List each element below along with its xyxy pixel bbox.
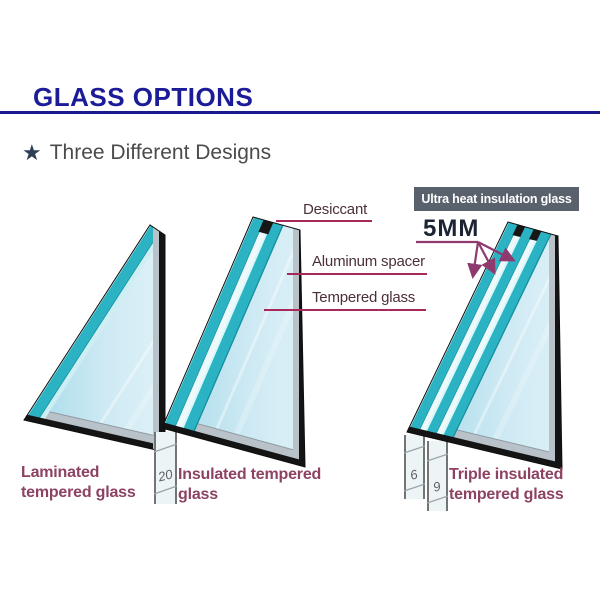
tempered-glass-label: Tempered glass	[312, 289, 416, 306]
aluminum-spacer-strip	[293, 217, 299, 467]
desiccant-cap	[258, 219, 274, 235]
page-title: GLASS OPTIONS	[33, 82, 254, 112]
arrow	[477, 241, 496, 275]
caption-insulated: Insulated tempered glass	[178, 466, 322, 503]
star-icon: ★	[22, 140, 42, 165]
aluminum-spacer-strip	[162, 414, 305, 461]
aluminum-spacer-strip	[549, 222, 555, 469]
title-divider	[0, 111, 600, 114]
unit-outline	[23, 224, 166, 453]
triple-glass-diagram: 6 9	[403, 221, 563, 511]
frame-right-edge	[555, 222, 562, 469]
pane-thickness-label: 5MM	[423, 215, 480, 242]
ultra-heat-badge: Ultra heat insulation glass	[414, 187, 579, 211]
thickness-ruler: 6	[403, 435, 426, 499]
reflection-line	[80, 256, 165, 452]
desiccant-label: Desiccant	[303, 201, 368, 218]
unit-outline	[406, 221, 563, 470]
glass-pane-edge	[162, 217, 265, 432]
reflection-line	[104, 263, 165, 452]
arrow	[467, 241, 483, 280]
glass-pane-edge	[24, 225, 163, 423]
unit-outline	[161, 216, 306, 468]
section-heading: ★ Three Different Designs	[22, 141, 271, 165]
reflection-line	[204, 242, 299, 455]
reflection-line	[480, 253, 562, 467]
air-gap	[434, 228, 541, 440]
glass-pane-edge	[407, 222, 519, 435]
thickness-ruler: 20	[153, 432, 178, 504]
frame-right-edge	[159, 225, 165, 452]
ruler-label: 9	[431, 478, 442, 494]
desiccant-leader-line	[276, 220, 372, 222]
air-gap	[417, 224, 525, 436]
air-gap	[173, 220, 272, 433]
thickness-ruler: 9	[426, 441, 449, 511]
laminated-glass-diagram	[23, 224, 166, 453]
reflection-line	[461, 247, 562, 459]
glass-pane-edge	[180, 222, 283, 437]
desiccant-cap	[529, 228, 542, 241]
aluminum-spacer-strip	[24, 406, 165, 446]
ruler-label: 6	[408, 466, 419, 482]
ruler-label: 20	[156, 466, 175, 484]
aluminum-spacer-label: Aluminum spacer	[312, 253, 425, 270]
caption-laminated: Laminated tempered glass	[21, 464, 136, 501]
aluminum-spacer-leader-line	[287, 273, 427, 275]
glass-pane-edge	[423, 225, 536, 439]
laminate-interlayer	[36, 227, 165, 424]
insulated-glass-diagram: 20	[153, 216, 306, 504]
thickness-arrows	[416, 240, 516, 280]
glass-pane-edge	[440, 229, 552, 443]
caption-triple: Triple insulated tempered glass	[449, 466, 564, 503]
arrow	[477, 241, 516, 262]
section-heading-text: Three Different Designs	[49, 141, 272, 164]
desiccant-cap	[512, 224, 526, 237]
tempered-glass-leader-line	[264, 309, 426, 311]
aluminum-spacer-strip	[153, 225, 159, 452]
